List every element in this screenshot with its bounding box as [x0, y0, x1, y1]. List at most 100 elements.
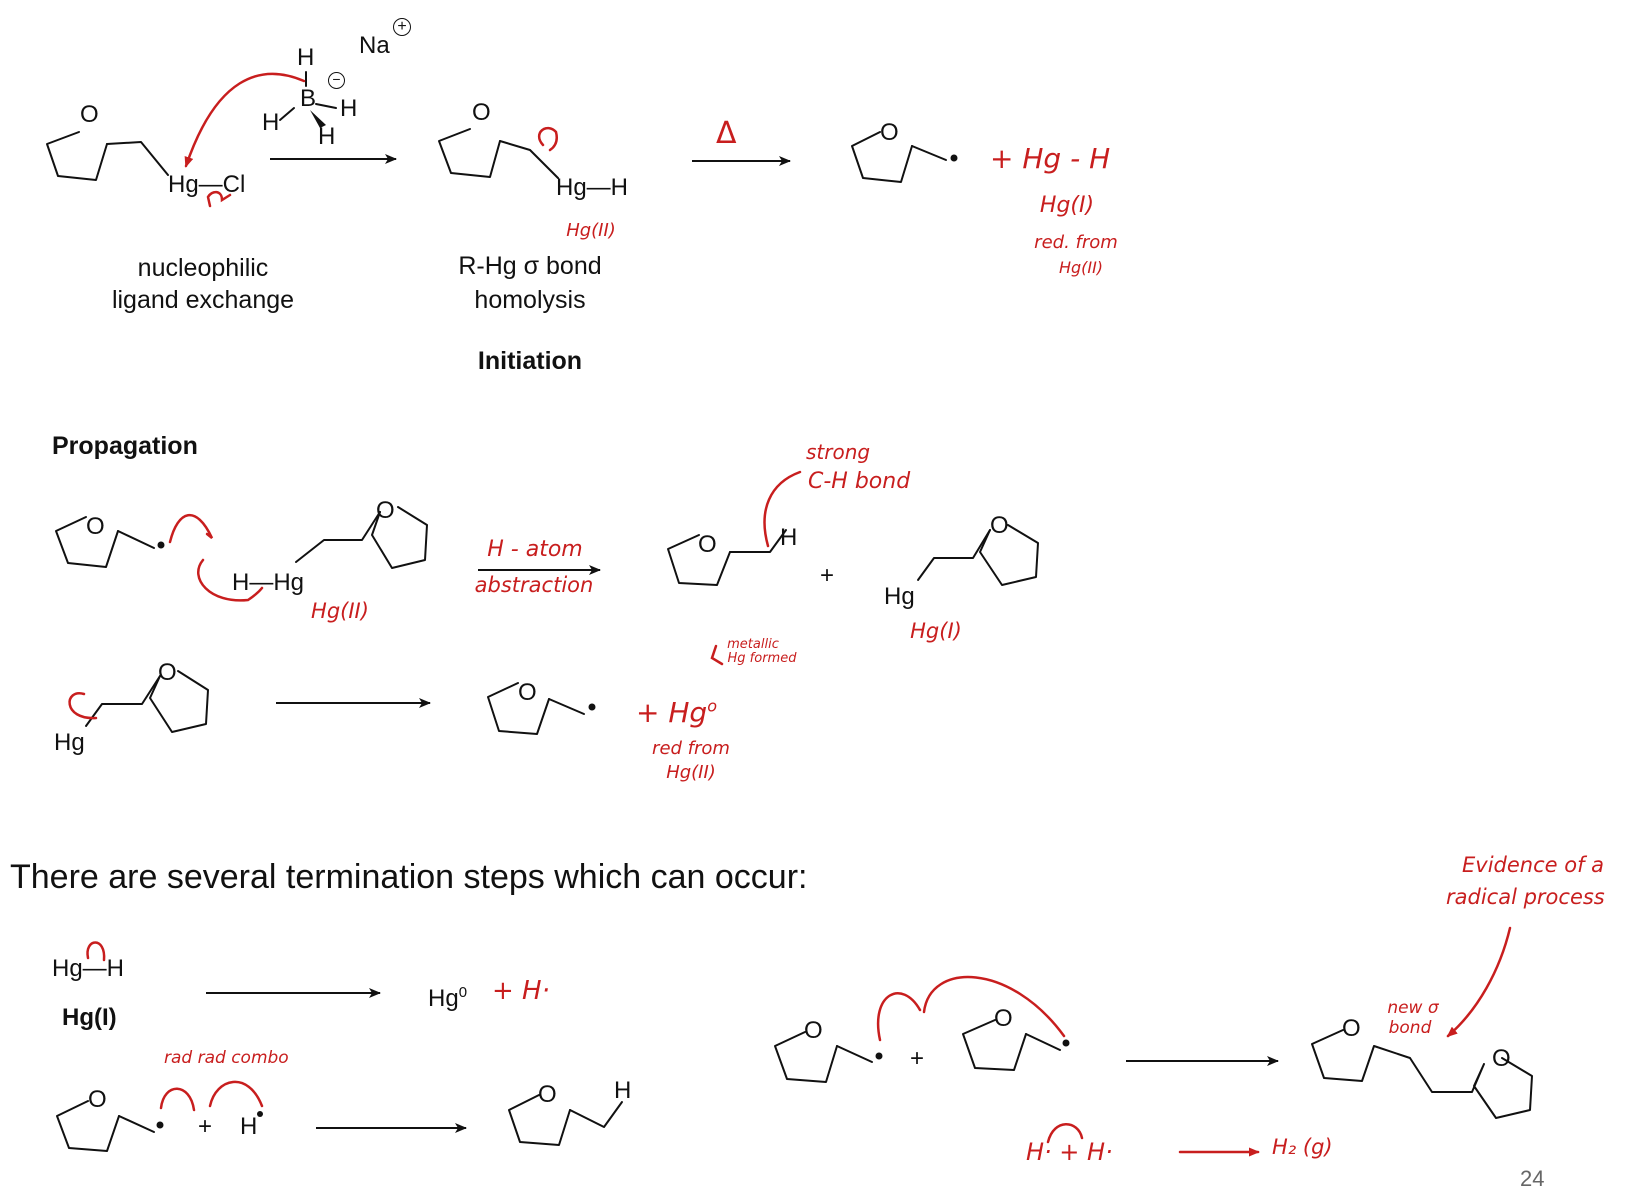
atom-na: Na: [359, 32, 390, 59]
red-arrow-hgh: [86, 941, 106, 962]
hw-hg-i: Hg(I): [1039, 193, 1095, 218]
thf-side-10: [118, 1115, 155, 1133]
hw-h-plus-h: H· + H·: [1026, 1138, 1113, 1166]
atom-hgh: Hg—H: [556, 174, 629, 201]
red-tick-metallic: [710, 644, 724, 666]
atom-o-3: O: [880, 119, 899, 146]
hw-radical-process: radical process: [1446, 885, 1605, 909]
red-arc-strong: [763, 470, 802, 548]
thf-ring-13: [962, 1019, 1027, 1071]
hw-hg0-superscript: o: [707, 696, 717, 716]
hhg-chain: [295, 511, 381, 563]
hw-hg-ii-3: Hg(II): [666, 762, 716, 783]
h-radical-dot: [257, 1111, 263, 1117]
hw-bond: bond: [1388, 1018, 1432, 1038]
plus-3: +: [910, 1045, 925, 1072]
hg0-superscript: 0: [458, 984, 468, 1001]
red-fishhook-6: [208, 1080, 264, 1108]
termination-heading: There are several termination steps whic…: [10, 858, 808, 896]
atom-h-left: H: [262, 109, 280, 136]
hw-delta: Δ: [716, 116, 737, 151]
b-minus-charge-icon: −: [328, 72, 345, 89]
hw-plus-hg0: + Hgo: [636, 698, 717, 727]
atom-o-12: O: [804, 1017, 823, 1044]
atom-hg-2: Hg: [884, 583, 915, 610]
hw-hg-ii: Hg(II): [1058, 258, 1104, 277]
atom-h-right: H: [340, 95, 358, 122]
atom-o-11: O: [538, 1081, 557, 1108]
atom-o-10: O: [88, 1086, 107, 1113]
atom-o-6: O: [698, 531, 717, 558]
hw-hg-formed: Hg formed: [727, 651, 797, 666]
radical-dot-2: [157, 541, 165, 549]
hw-hg-ii-under: Hg(II): [566, 220, 616, 241]
atom-hg-3: Hg: [54, 729, 85, 756]
thf-side-6: [729, 529, 787, 553]
atom-b: B: [300, 85, 317, 112]
thf-ring-10: [56, 1100, 120, 1152]
hw-red-from: red. from: [1034, 232, 1118, 253]
label-hg-i: Hg(I): [62, 1004, 117, 1031]
red-arrow-hgcl: [206, 190, 232, 208]
atom-h-product: H: [780, 524, 798, 551]
thf-side-1: [106, 141, 169, 176]
hw-plus-hdot: + H·: [492, 976, 550, 1006]
atom-o-13: O: [994, 1005, 1013, 1032]
dimer-bonds: [1311, 1029, 1533, 1119]
hw-metallic: metallic: [727, 637, 779, 652]
thf-ring-6: [667, 534, 731, 586]
atom-o-14: O: [1342, 1015, 1361, 1042]
atom-hgcl: Hg—Cl: [168, 171, 246, 198]
atom-h-radical: H: [240, 1113, 258, 1140]
thf-ring-4: [55, 516, 119, 568]
thf-ring-12: [774, 1031, 838, 1083]
red-arrow-bh-to-hg: [184, 72, 306, 168]
thf-side-12: [836, 1045, 873, 1063]
red-fishhook-1: [537, 126, 558, 152]
hg-chain-3: [85, 675, 161, 727]
thf-side-11: [569, 1101, 623, 1128]
red-arrow-evidence: [1446, 926, 1512, 1038]
red-fishhook-2: [168, 514, 214, 544]
thf-ring-3: [851, 131, 913, 183]
hw-new-bond: new σ: [1387, 998, 1439, 1018]
bh4-wedge: [310, 110, 326, 128]
hw-abstraction: abstraction: [474, 573, 594, 597]
plus-1: +: [820, 562, 835, 589]
thf-side-13: [1025, 1033, 1061, 1051]
thf-side-3: [911, 145, 947, 161]
atom-o-15: O: [1492, 1045, 1511, 1072]
hw-rad-rad: rad rad combo: [164, 1048, 289, 1068]
thf-ring-5: [371, 506, 428, 569]
thf-ring-8: [149, 670, 209, 733]
atom-o-7: O: [990, 512, 1009, 539]
page-number: 24: [1520, 1166, 1545, 1191]
red-fishhook-4: [68, 692, 98, 720]
hw-strong: strong: [806, 440, 871, 464]
atom-o-8: O: [158, 659, 177, 686]
atom-o-5: O: [376, 497, 395, 524]
radical-dot-4: [156, 1121, 164, 1129]
radical-dot-6: [1062, 1039, 1070, 1047]
atom-hhg: H—Hg: [232, 569, 305, 596]
section-propagation: Propagation: [52, 432, 198, 460]
atom-o-9: O: [518, 679, 537, 706]
atom-hgh-2: Hg—H: [52, 955, 125, 982]
hw-ch-bond: C-H bond: [808, 469, 911, 494]
red-fishhook-7: [877, 992, 922, 1042]
atom-hg0: Hg0: [428, 980, 467, 1012]
plus-2: +: [198, 1113, 213, 1140]
hg-chain-2: [917, 529, 991, 581]
bh4-bonds: [279, 71, 337, 121]
hw-h2-gas: H₂ (g): [1272, 1135, 1333, 1159]
atom-o-4: O: [86, 513, 105, 540]
thf-ring-1: [46, 131, 108, 181]
hw-h-atom: H - atom: [487, 537, 583, 562]
hw-hgcii: Hg(II): [311, 599, 369, 623]
thf-ring-9: [487, 682, 550, 735]
atom-o-2: O: [472, 99, 491, 126]
radical-dot-3: [588, 703, 596, 711]
caption-nucleophilic: nucleophilic: [137, 254, 269, 282]
atom-h-product-2: H: [614, 1077, 632, 1104]
